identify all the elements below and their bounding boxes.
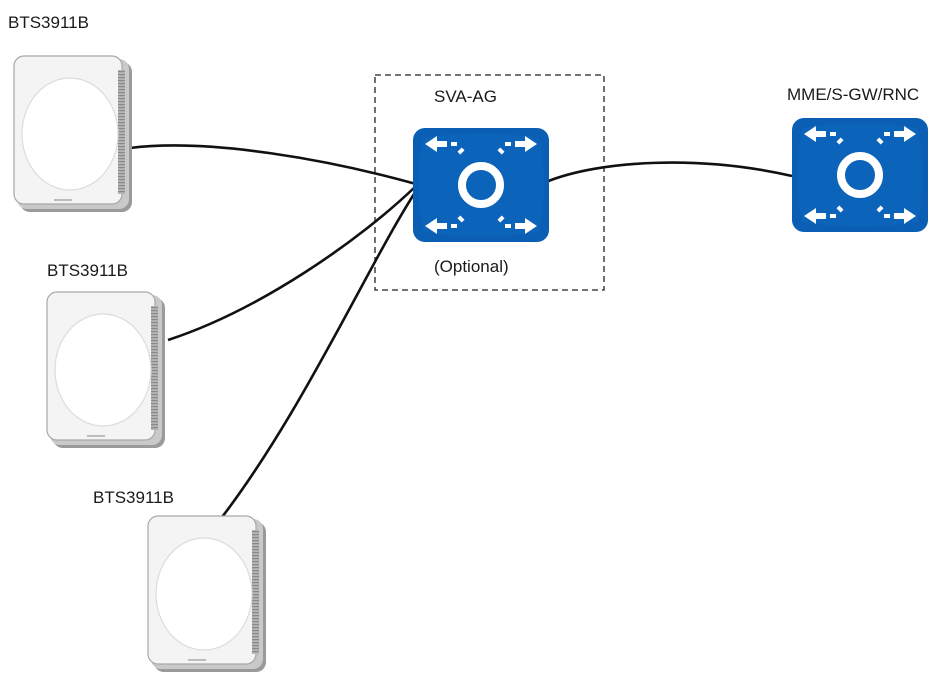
sva-ag-label: SVA-AG bbox=[434, 87, 497, 106]
base-station-icon bbox=[147, 515, 267, 673]
optional-boundary bbox=[374, 74, 605, 291]
mme-label: MME/S-GW/RNC bbox=[787, 85, 920, 104]
bts-label: BTS3911B bbox=[8, 13, 89, 32]
bts-label: BTS3911B bbox=[93, 488, 174, 507]
cable-bts2-sva bbox=[167, 185, 417, 342]
base-station-icon bbox=[46, 291, 166, 449]
router-icon bbox=[792, 118, 928, 232]
cable-bts3-sva bbox=[210, 187, 420, 531]
cable-bts1-sva bbox=[129, 144, 417, 186]
optional-note: (Optional) bbox=[434, 257, 509, 276]
router-icon bbox=[413, 128, 549, 242]
base-station-icon bbox=[13, 55, 133, 213]
cable-sva-mme bbox=[545, 161, 793, 184]
bts-label: BTS3911B bbox=[47, 261, 128, 280]
